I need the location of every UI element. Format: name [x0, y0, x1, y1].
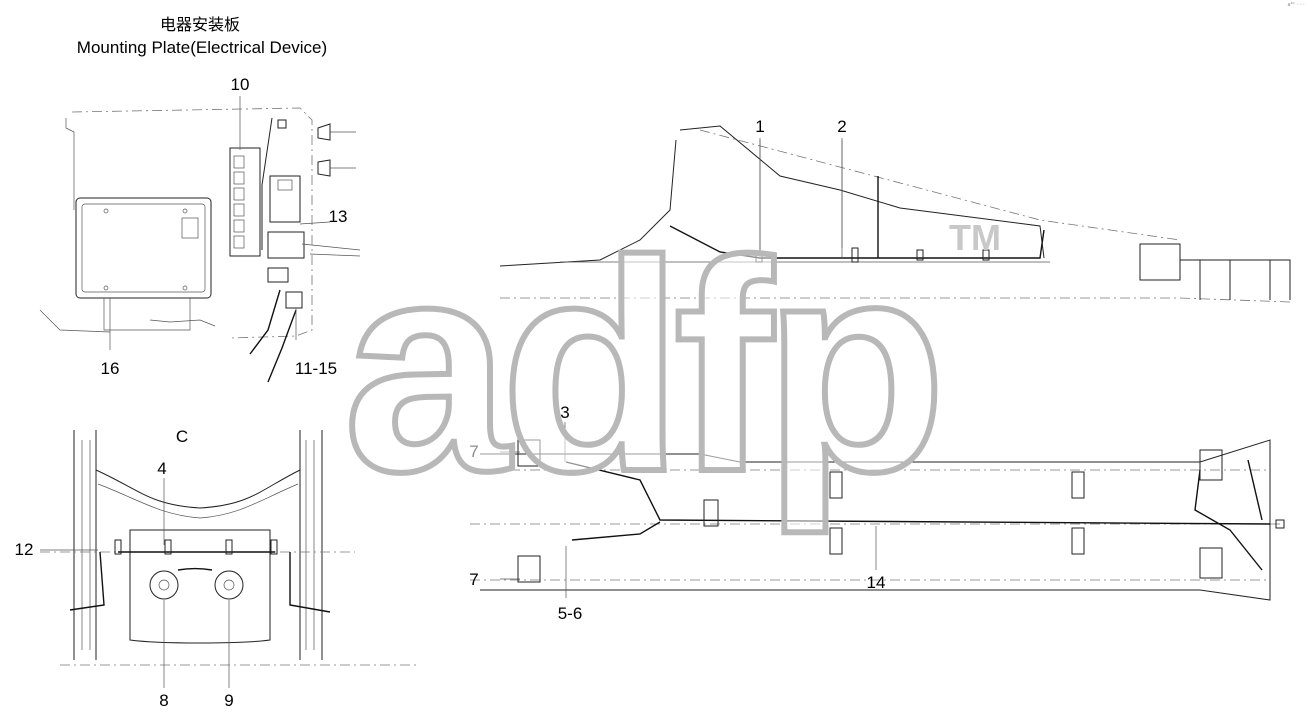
watermark-trademark: TM [949, 217, 1001, 258]
callout-13: 13 [329, 207, 348, 226]
callout-2: 2 [837, 117, 846, 136]
chassis-frame [470, 125, 1291, 601]
callouts: 10 13 16 11-15 1 2 3 7 7 5-6 14 4 12 8 9 [15, 75, 886, 710]
callout-11-15: 11-15 [295, 359, 337, 378]
callout-8: 8 [159, 691, 168, 710]
view-c-label: C [176, 427, 188, 446]
leader-lines [40, 96, 877, 688]
view-c-detail [40, 430, 420, 666]
mounting-plate-detail [39, 107, 361, 383]
watermark: adfp TM [340, 195, 1001, 539]
callout-16: 16 [101, 359, 120, 378]
callout-7-lower: 7 [469, 570, 478, 589]
callout-14: 14 [867, 573, 886, 592]
callout-1: 1 [755, 117, 764, 136]
corner-mark: a⁴⁰ ◦◦◦ [1287, 2, 1305, 8]
callout-10: 10 [231, 75, 250, 94]
callout-3: 3 [560, 403, 569, 422]
callout-5-6: 5-6 [558, 604, 583, 623]
callout-7-upper: 7 [469, 442, 478, 461]
watermark-text: adfp [343, 198, 936, 536]
callout-9: 9 [224, 691, 233, 710]
callout-12: 12 [15, 540, 34, 559]
title-chinese: 电器安装板 [160, 15, 240, 34]
title-english: Mounting Plate(Electrical Device) [77, 38, 327, 57]
callout-4: 4 [157, 459, 166, 478]
